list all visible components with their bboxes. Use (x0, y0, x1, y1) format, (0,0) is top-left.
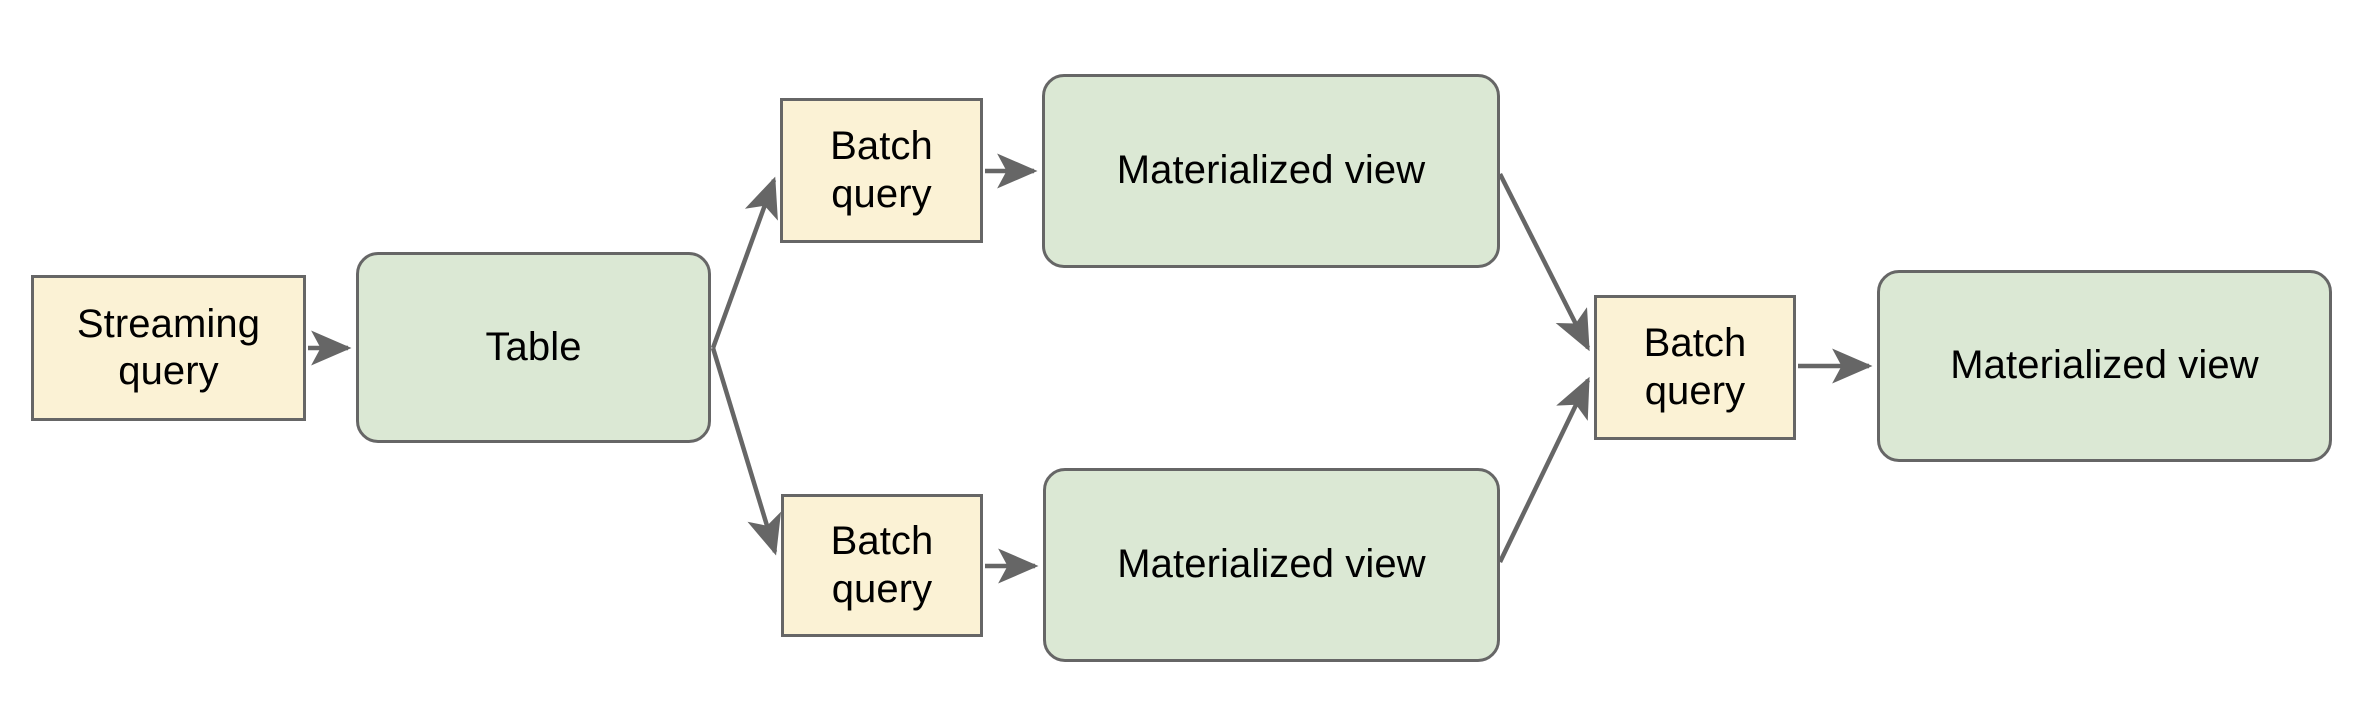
node-materialized-view-final-label: Materialized view (1950, 343, 2259, 388)
node-materialized-view-top[interactable]: Materialized view (1042, 74, 1500, 268)
node-streaming-query-label: Streaming query (76, 301, 261, 393)
node-table-label: Table (485, 324, 582, 369)
node-streaming-query[interactable]: Streaming query (31, 275, 306, 421)
node-batch-query-join-label: Batch query (1643, 321, 1747, 413)
node-batch-query-join[interactable]: Batch query (1594, 295, 1796, 440)
node-table[interactable]: Table (356, 252, 711, 443)
node-materialized-view-bottom-label: Materialized view (1117, 542, 1426, 587)
node-batch-query-top[interactable]: Batch query (780, 98, 983, 243)
node-batch-query-top-label: Batch query (830, 124, 933, 216)
edge-materialized-view-bottom-to-batch-query-join (1497, 376, 1591, 563)
edge-materialized-view-top-to-batch-query-join (1497, 172, 1591, 352)
edge-table-to-batch-query-bottom (710, 347, 782, 556)
node-materialized-view-final[interactable]: Materialized view (1877, 270, 2332, 462)
node-batch-query-bottom-label: Batch query (830, 519, 934, 611)
node-materialized-view-bottom[interactable]: Materialized view (1043, 468, 1500, 662)
edge-table-to-batch-query-top (710, 176, 778, 349)
node-batch-query-bottom[interactable]: Batch query (781, 494, 983, 637)
node-materialized-view-top-label: Materialized view (1116, 148, 1426, 193)
